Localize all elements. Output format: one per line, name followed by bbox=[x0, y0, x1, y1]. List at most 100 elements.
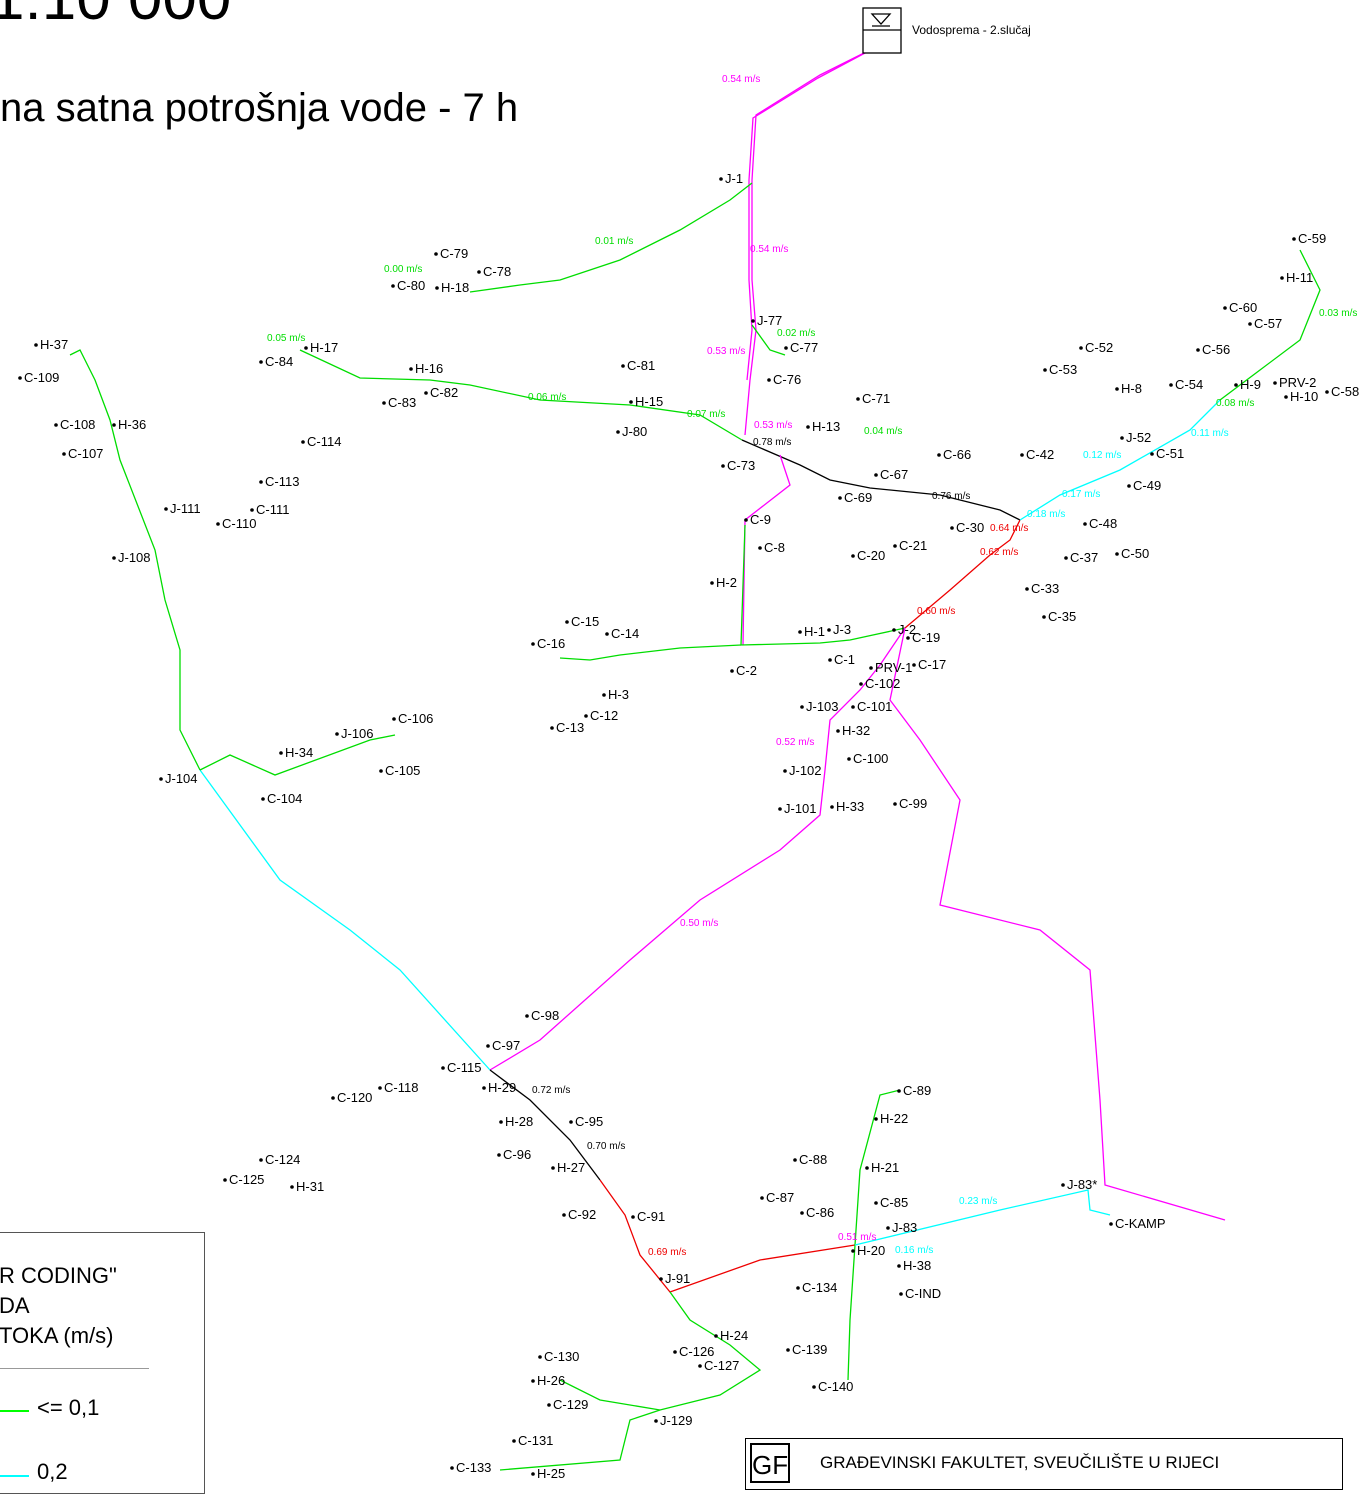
node-label-c-81: C-81 bbox=[627, 358, 655, 373]
node-dot-c-76 bbox=[767, 378, 771, 382]
node-label-h-33: H-33 bbox=[836, 799, 864, 814]
node-dot-h-11 bbox=[1280, 276, 1284, 280]
node-dot-c-58 bbox=[1325, 390, 1329, 394]
node-dot-j-80 bbox=[616, 430, 620, 434]
node-label-c-21: C-21 bbox=[899, 538, 927, 553]
node-label-c-8: C-8 bbox=[764, 540, 785, 555]
pipe-cyan-ne bbox=[1019, 399, 1221, 521]
node-dot-c-102 bbox=[859, 682, 863, 686]
velocity-label: 0.07 m/s bbox=[687, 409, 725, 420]
node-label-c-52: C-52 bbox=[1085, 340, 1113, 355]
pipe-black-1 bbox=[741, 439, 1021, 521]
node-dot-c-114 bbox=[301, 440, 305, 444]
institution-box: GF GRAĐEVINSKI FAKULTET, SVEUČILIŠTE U R… bbox=[745, 1438, 1343, 1490]
legend-divider bbox=[0, 1368, 149, 1369]
node-label-h-1: H-1 bbox=[804, 624, 825, 639]
node-label-c-56: C-56 bbox=[1202, 342, 1230, 357]
node-label-c-67: C-67 bbox=[880, 467, 908, 482]
node-dot-c-37 bbox=[1064, 556, 1068, 560]
node-label-c-77: C-77 bbox=[790, 340, 818, 355]
node-dot-j-3 bbox=[827, 628, 831, 632]
node-dot-c-133 bbox=[450, 1466, 454, 1470]
node-dot-h-25 bbox=[531, 1472, 535, 1476]
node-dot-c-12 bbox=[584, 714, 588, 718]
node-label-c-20: C-20 bbox=[857, 548, 885, 563]
node-dot-j-83* bbox=[1061, 1183, 1065, 1187]
node-dot-c-77 bbox=[784, 346, 788, 350]
node-label-c-120: C-120 bbox=[337, 1090, 372, 1105]
node-label-h-32: H-32 bbox=[842, 723, 870, 738]
node-label-h-25: H-25 bbox=[537, 1466, 565, 1481]
node-dot-c-20 bbox=[851, 554, 855, 558]
velocity-labels: 0.54 m/s0.01 m/s0.00 m/s0.54 m/s0.53 m/s… bbox=[267, 74, 1357, 1258]
node-dot-c-85 bbox=[874, 1201, 878, 1205]
node-label-c-33: C-33 bbox=[1031, 581, 1059, 596]
node-dot-h-20 bbox=[851, 1249, 855, 1253]
node-dot-j-77 bbox=[751, 319, 755, 323]
node-label-j-3: J-3 bbox=[833, 622, 851, 637]
node-label-j-2: J-2 bbox=[898, 622, 916, 637]
node-dot-c-42 bbox=[1020, 453, 1024, 457]
node-label-h-26: H-26 bbox=[537, 1373, 565, 1388]
node-label-c-99: C-99 bbox=[899, 796, 927, 811]
node-dot-h-36 bbox=[112, 423, 116, 427]
node-dot-h-3 bbox=[602, 693, 606, 697]
node-dot-c-84 bbox=[259, 360, 263, 364]
node-label-c-15: C-15 bbox=[571, 614, 599, 629]
node-dot-c-126 bbox=[673, 1350, 677, 1354]
node-label-j-102: J-102 bbox=[789, 763, 822, 778]
node-dot-c-100 bbox=[847, 757, 851, 761]
node-dot-j-111 bbox=[164, 507, 168, 511]
node-dot-c-51 bbox=[1150, 452, 1154, 456]
node-label-c-2: C-2 bbox=[736, 663, 757, 678]
node-dot-h-22 bbox=[874, 1117, 878, 1121]
node-label-h-27: H-27 bbox=[557, 1160, 585, 1175]
node-label-c-69: C-69 bbox=[844, 490, 872, 505]
node-dot-c-52 bbox=[1079, 346, 1083, 350]
legend-line-1: R CODING" bbox=[0, 1263, 117, 1288]
node-label-c-115: C-115 bbox=[447, 1060, 481, 1075]
node-dot-h-27 bbox=[551, 1166, 555, 1170]
node-dot-c-104 bbox=[261, 797, 265, 801]
node-label-c-118: C-118 bbox=[384, 1080, 418, 1095]
node-label-c-51: C-51 bbox=[1156, 446, 1184, 461]
node-dot-j-91 bbox=[659, 1277, 663, 1281]
pipe-black-south bbox=[489, 1069, 601, 1181]
node-dot-c-80 bbox=[391, 284, 395, 288]
node-label-c-100: C-100 bbox=[853, 751, 888, 766]
pipe-pink-east bbox=[889, 627, 1226, 1221]
node-label-h-17: H-17 bbox=[310, 340, 338, 355]
node-label-h-13: H-13 bbox=[812, 419, 840, 434]
velocity-label: 0.60 m/s bbox=[917, 606, 955, 617]
velocity-label: 0.12 m/s bbox=[1083, 450, 1121, 461]
node-dot-c-108 bbox=[54, 423, 58, 427]
node-dot-c-15 bbox=[565, 620, 569, 624]
velocity-label: 0.05 m/s bbox=[267, 333, 305, 344]
pipe-c9-h2 bbox=[740, 524, 906, 646]
node-dot-c-78 bbox=[477, 270, 481, 274]
node-dot-h-8 bbox=[1115, 387, 1119, 391]
node-label-prv-1: PRV-1 bbox=[875, 660, 912, 675]
node-label-h-38: H-38 bbox=[903, 1258, 931, 1273]
gf-logo: GF bbox=[750, 1443, 790, 1483]
pipe-green-j129 bbox=[499, 1409, 661, 1471]
node-dot-c-2 bbox=[730, 669, 734, 673]
legend-line-2: DA bbox=[0, 1293, 30, 1318]
node-label-c-124: C-124 bbox=[265, 1152, 300, 1167]
node-label-c-110: C-110 bbox=[222, 516, 256, 531]
node-dot-c-71 bbox=[856, 397, 860, 401]
legend-line-3: TOKA (m/s) bbox=[0, 1323, 114, 1348]
node-label-c-59: C-59 bbox=[1298, 231, 1326, 246]
node-label-j-111: J-111 bbox=[170, 501, 201, 516]
node-label-c-78: C-78 bbox=[483, 264, 511, 279]
node-label-h-11: H-11 bbox=[1286, 270, 1313, 285]
node-label-c-139: C-139 bbox=[792, 1342, 827, 1357]
node-label-c-140: C-140 bbox=[818, 1379, 853, 1394]
pipe-cyan-j83 bbox=[854, 1189, 1111, 1246]
node-label-h-10: H-10 bbox=[1290, 389, 1318, 404]
node-label-c-58: C-58 bbox=[1331, 384, 1359, 399]
node-dot-j-52 bbox=[1120, 436, 1124, 440]
node-label-c-102: C-102 bbox=[865, 676, 900, 691]
node-label-c-80: C-80 bbox=[397, 278, 425, 293]
